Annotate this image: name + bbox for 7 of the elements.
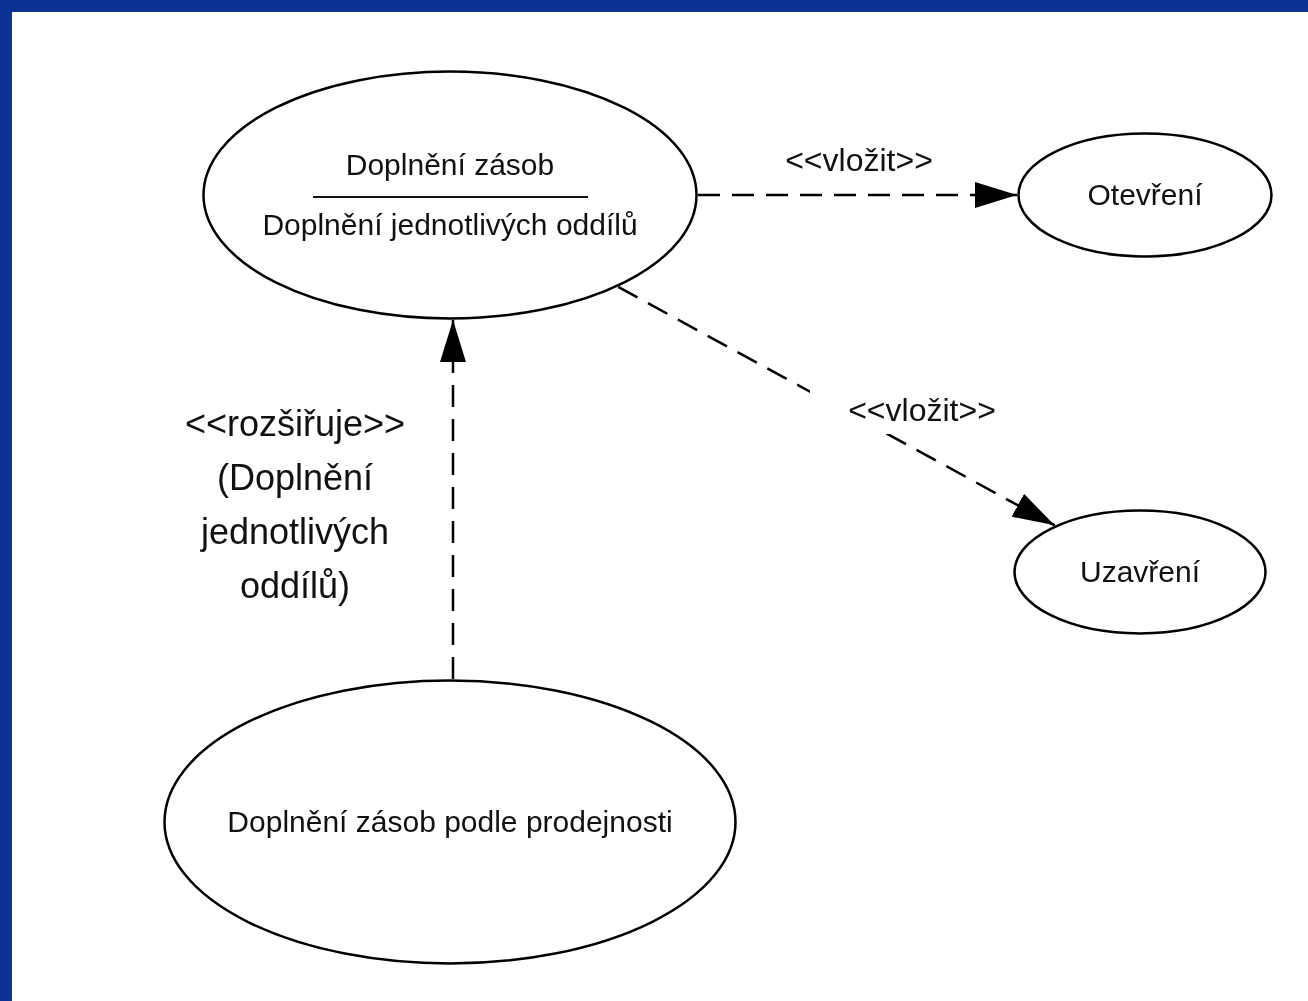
use-case-name: Otevření [1087, 178, 1203, 212]
dashed-arrow [440, 320, 466, 679]
extension-point: Doplnění jednotlivých oddílů [262, 208, 638, 242]
use-case-name: Doplnění zásob podle prodejnosti [227, 805, 673, 839]
use-case-name: Uzavření [1079, 555, 1200, 589]
use-case-name: Doplnění zásob [345, 148, 555, 182]
dashed-arrow [698, 182, 1017, 208]
